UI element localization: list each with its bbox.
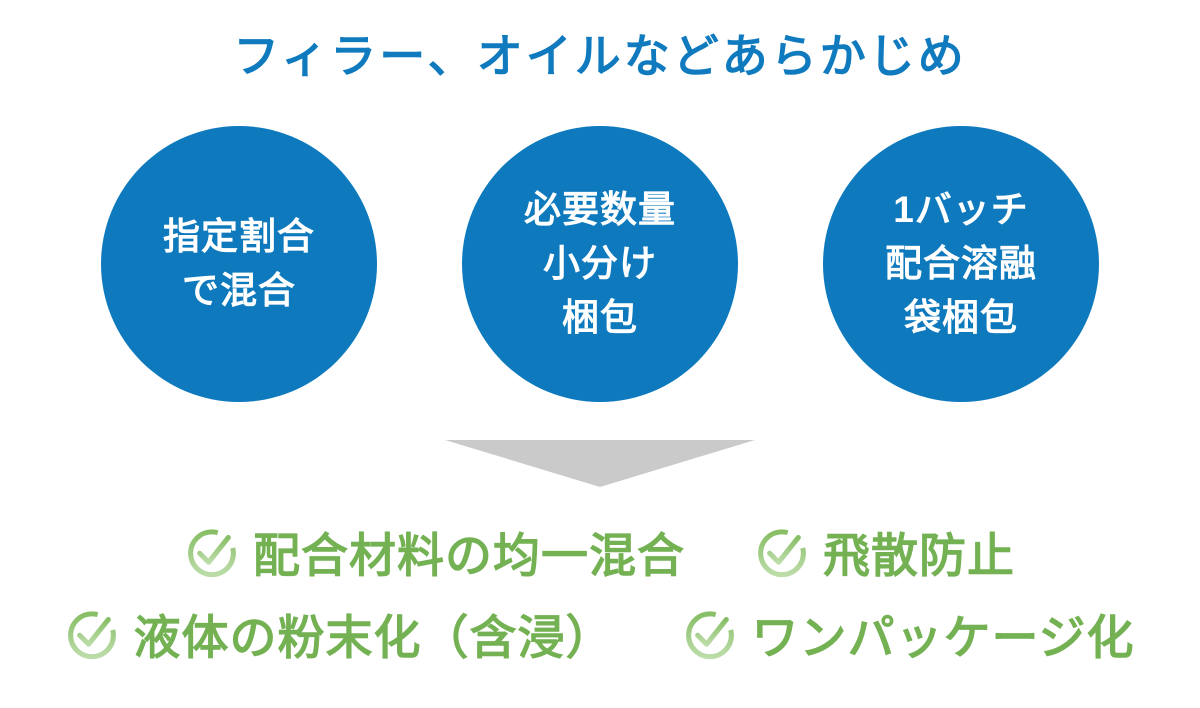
circle-1-line-1: 指定割合 [163, 216, 315, 257]
benefits-row-2: 液体の粉末化（含浸） ワンパッケージ化 [0, 602, 1200, 664]
process-circle-2: 必要数量 小分け 梱包 [462, 126, 738, 402]
circle-3-line-3: 袋梱包 [904, 297, 1018, 338]
circle-3-line-1: 1バッチ [893, 189, 1029, 230]
benefit-label: 飛散防止 [823, 528, 1015, 582]
benefit-item-scatter-prevention: 飛散防止 [755, 517, 1015, 586]
process-circle-1: 指定割合 で混合 [101, 126, 377, 402]
check-circle-icon [188, 529, 236, 578]
benefit-item-uniform-mixing: 配合材料の均一混合 [185, 517, 685, 586]
benefits-row-1: 配合材料の均一混合 飛散防止 [0, 520, 1200, 582]
benefit-item-one-package: ワンパッケージ化 [683, 599, 1134, 668]
page-title: フィラー、オイルなどあらかじめ [233, 30, 967, 82]
benefit-label: ワンパッケージ化 [751, 610, 1135, 664]
process-circle-3: 1バッチ 配合溶融 袋梱包 [823, 126, 1099, 402]
benefit-label: 配合材料の均一混合 [253, 528, 685, 582]
circle-2-line-2: 小分け [543, 243, 657, 284]
down-arrow-icon [445, 440, 755, 487]
check-circle-icon [68, 611, 117, 660]
circle-3-line-2: 配合溶融 [885, 243, 1037, 284]
benefit-item-liquid-powderization: 液体の粉末化（含浸） [65, 599, 613, 668]
process-circles-row: 指定割合 で混合 必要数量 小分け 梱包 1バッチ 配合溶融 袋梱包 [0, 126, 1200, 402]
circle-1-line-2: で混合 [182, 270, 296, 311]
check-circle-icon [758, 529, 806, 578]
circle-2-line-1: 必要数量 [524, 189, 676, 230]
circle-2-line-3: 梱包 [562, 297, 638, 338]
benefit-label: 液体の粉末化（含浸） [133, 610, 614, 664]
check-circle-icon [686, 611, 735, 660]
benefits-section: 配合材料の均一混合 飛散防止 [0, 520, 1200, 664]
